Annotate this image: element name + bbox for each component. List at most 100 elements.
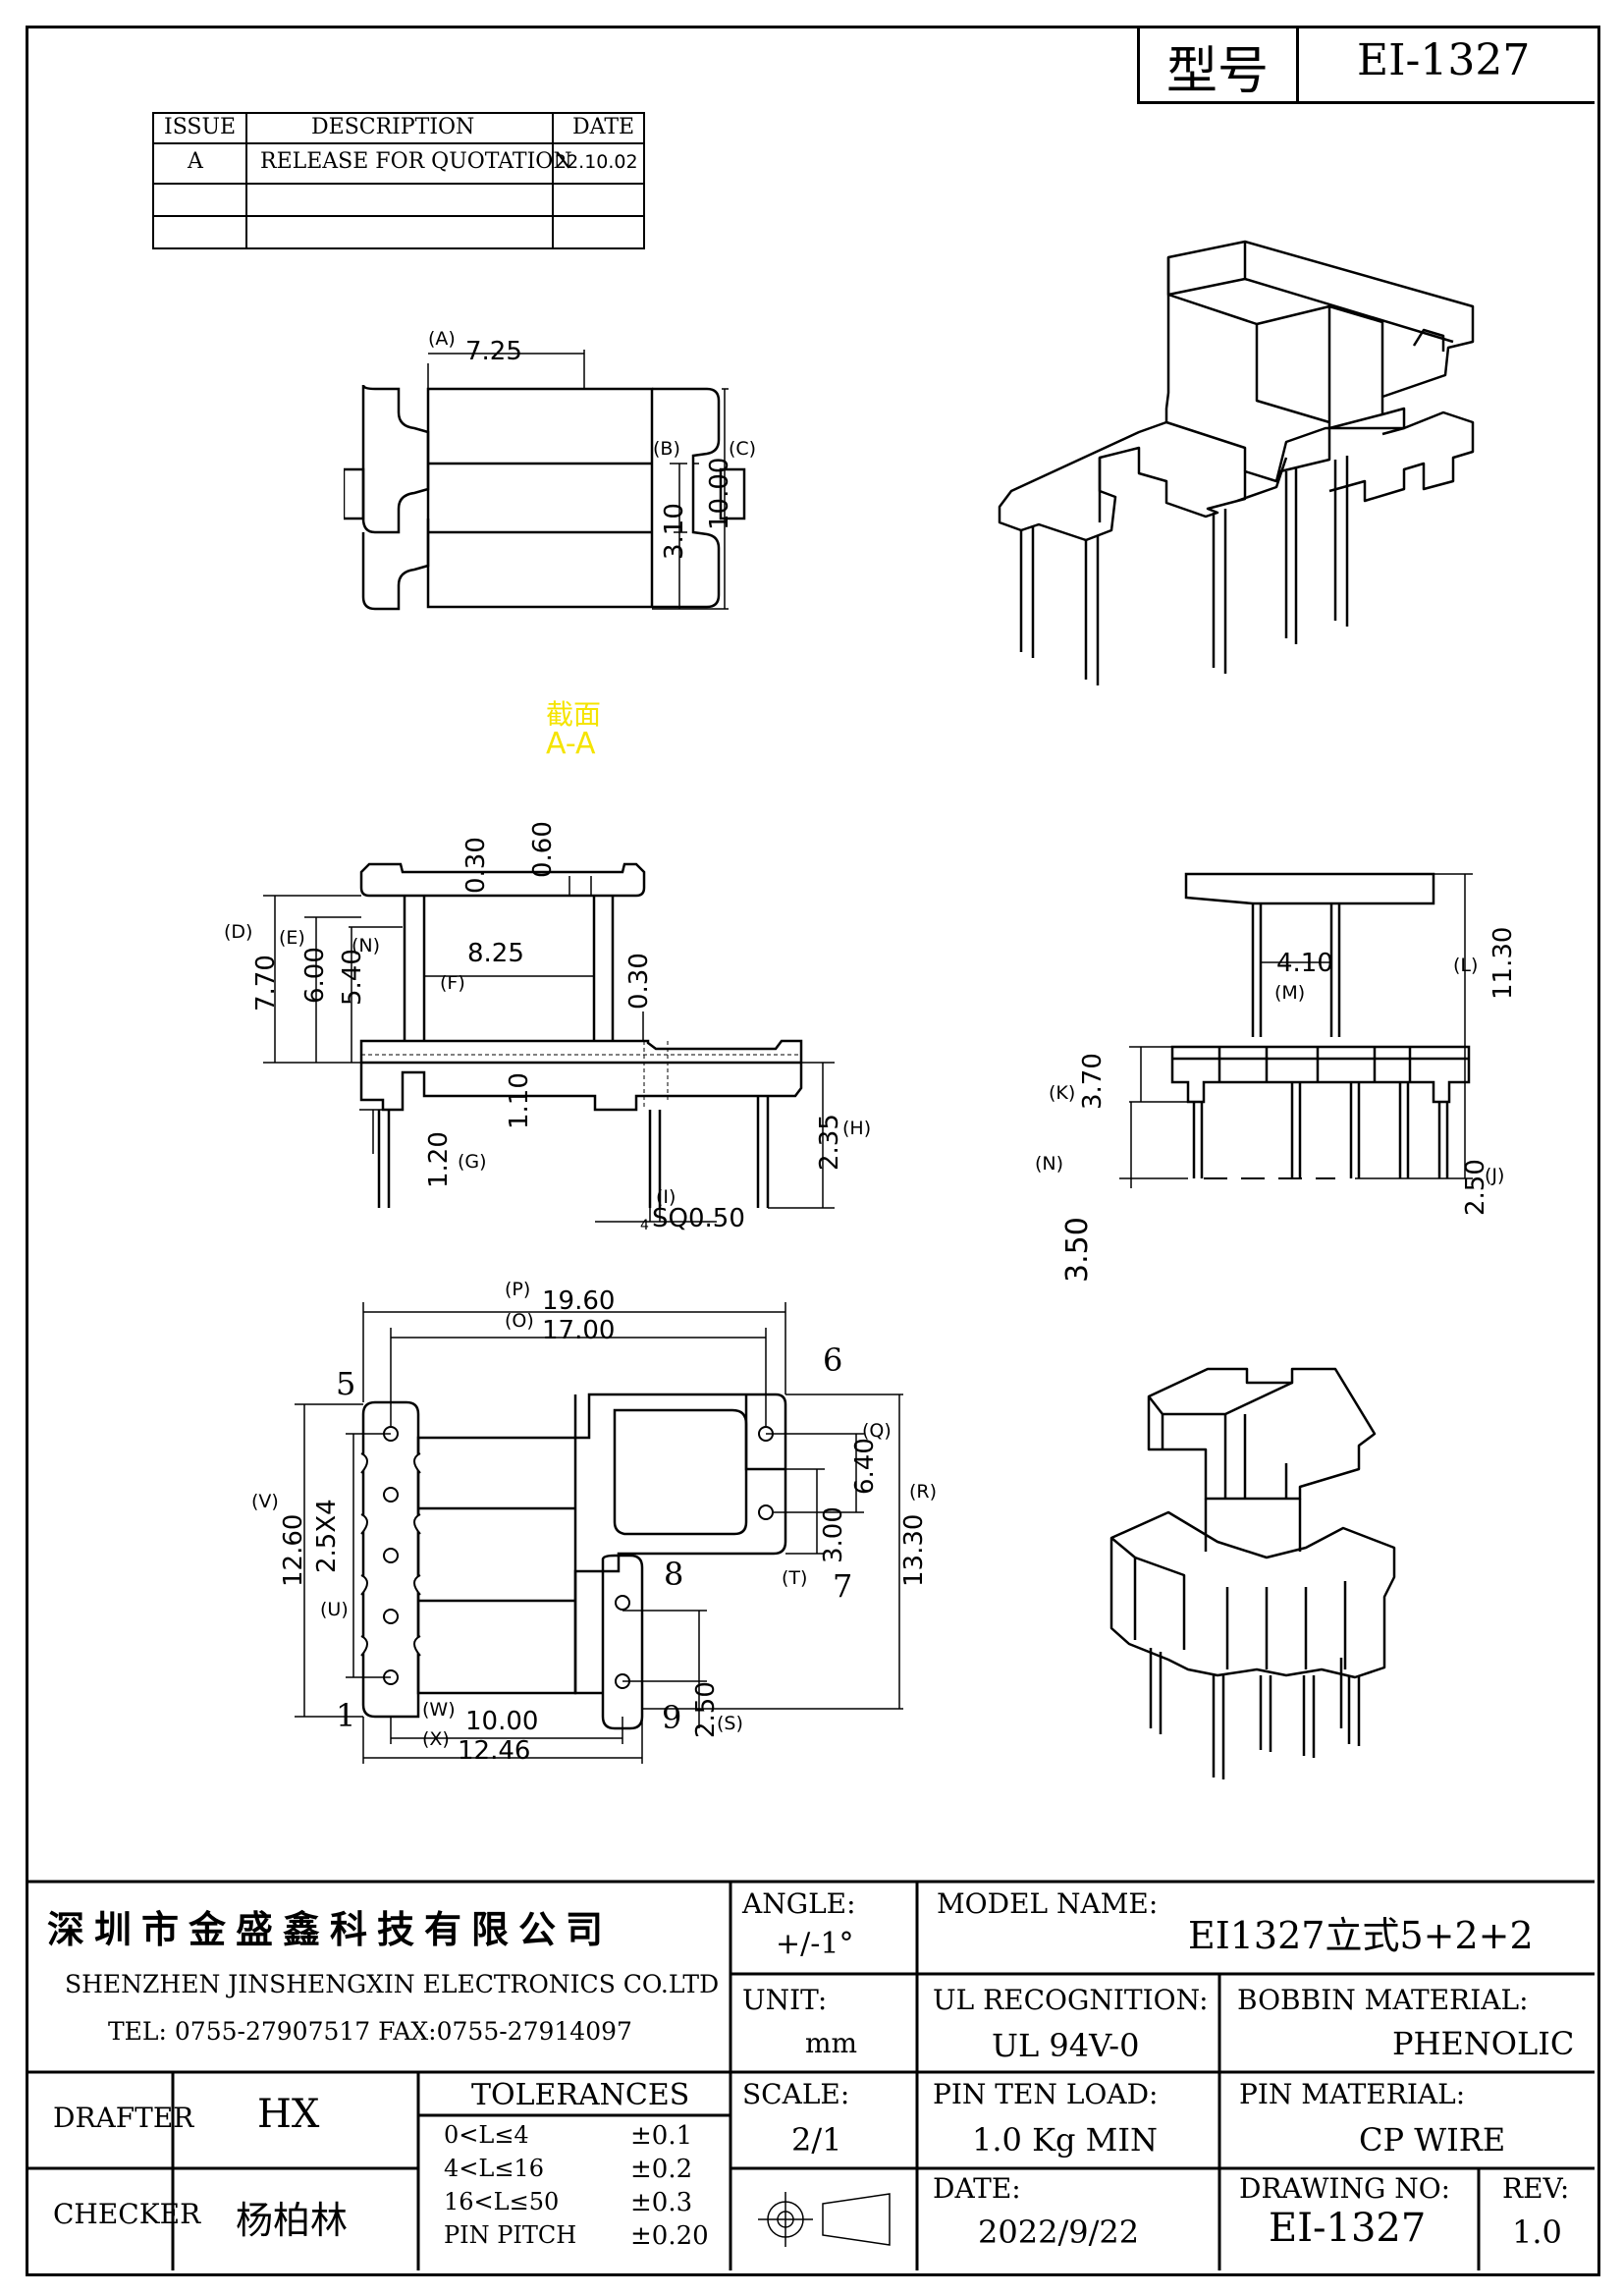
dim-i-label: (I) <box>656 1186 676 1208</box>
revision-table: ISSUE DESCRIPTION DATE A RELEASE FOR QUO… <box>152 112 645 249</box>
top-view <box>344 350 746 611</box>
dim-p-value: 19.60 <box>542 1286 616 1316</box>
bottom-view <box>295 1302 903 1764</box>
dim-f-label: (F) <box>440 972 465 994</box>
ul-label: UL RECOGNITION: <box>933 1984 1209 2016</box>
company-name-en: SHENZHEN JINSHENGXIN ELECTRONICS CO.LTD <box>65 1970 720 1998</box>
dim-c-label: (C) <box>729 438 757 460</box>
dim-h-label: (H) <box>842 1118 872 1139</box>
rev-header-description: DESCRIPTION <box>311 115 475 139</box>
dim-s-label: (S) <box>717 1713 743 1734</box>
tol-value-3: ±0.3 <box>630 2188 693 2217</box>
iso-view-bottom <box>1109 1367 1396 1779</box>
dim-t-value: 3.00 <box>819 1506 848 1563</box>
dim-c-value: 10.00 <box>705 457 734 530</box>
dim-a-label: (A) <box>428 328 456 350</box>
dim-n-side-label: (N) <box>1035 1153 1064 1175</box>
dim-m-value: 4.10 <box>1276 949 1333 978</box>
tol-range-3: 16<L≤50 <box>444 2188 560 2215</box>
checker-value: 杨柏林 <box>236 2199 349 2242</box>
drawing-border <box>26 26 1600 2276</box>
pin-load-label: PIN TEN LOAD: <box>933 2078 1159 2110</box>
bobbin-material-label: BOBBIN MATERIAL: <box>1237 1984 1529 2016</box>
tol-value-1: ±0.1 <box>630 2121 693 2151</box>
dim-l-value: 11.30 <box>1488 926 1518 1000</box>
dim-x-value: 12.46 <box>458 1736 531 1766</box>
drafter-label: DRAFTER <box>53 2102 194 2134</box>
section-note-cn: 截面 <box>546 698 602 731</box>
dim-030-mid: 0.30 <box>624 953 654 1010</box>
unit-value: mm <box>805 2027 858 2059</box>
rev-label: REV: <box>1502 2172 1570 2205</box>
dim-v-label: (V) <box>251 1491 279 1512</box>
title-block-grid <box>26 1880 1595 2270</box>
scale-label: SCALE: <box>742 2078 850 2110</box>
dim-n-value: 5.40 <box>338 949 367 1006</box>
dim-f-value: 8.25 <box>467 939 524 968</box>
bobbin-material-value: PHENOLIC <box>1392 2025 1575 2062</box>
dim-k-label: (K) <box>1049 1082 1076 1104</box>
dim-p-label: (P) <box>505 1279 531 1300</box>
model-name-label: MODEL NAME: <box>937 1887 1159 1920</box>
dim-o-label: (O) <box>505 1310 534 1332</box>
dim-g-label: (G) <box>458 1151 487 1173</box>
dim-030-top: 0.30 <box>461 837 491 894</box>
dim-g-value: 1.20 <box>424 1131 454 1188</box>
side-view <box>1119 872 1473 1188</box>
ul-value: UL 94V-0 <box>992 2027 1140 2064</box>
pin-material-value: CP WIRE <box>1359 2121 1506 2159</box>
dim-110: 1.10 <box>505 1072 534 1129</box>
rev-row-date: 22.10.02 <box>555 151 638 173</box>
pin-label-8: 8 <box>664 1556 684 1593</box>
dim-u-label: (U) <box>320 1599 349 1620</box>
dim-d-label: (D) <box>224 921 253 943</box>
dim-m-label: (M) <box>1274 982 1306 1004</box>
dim-r-value: 13.30 <box>899 1513 929 1587</box>
model-name-value: EI1327立式5+2+2 <box>1188 1914 1534 1957</box>
dim-r-label: (R) <box>909 1481 938 1503</box>
iso-view-top <box>998 240 1475 685</box>
model-box-label: 型号 <box>1166 42 1270 101</box>
model-box-divider <box>1296 26 1299 104</box>
front-view <box>263 862 835 1223</box>
dim-d-value: 7.70 <box>251 955 281 1011</box>
drawing-no-value: EI-1327 <box>1269 2206 1427 2251</box>
pin-label-5: 5 <box>336 1365 356 1402</box>
dim-j-label: (J) <box>1485 1165 1505 1186</box>
company-name-cn: 深圳市金盛鑫科技有限公司 <box>47 1908 614 1951</box>
company-contact: TEL: 0755-27907517 FAX:0755-27914097 <box>108 2017 632 2046</box>
rev-row-issue: A <box>188 149 203 174</box>
pin-label-9: 9 <box>662 1699 682 1736</box>
rev-row-description: RELEASE FOR QUOTATION <box>260 149 572 174</box>
dim-q-label: (Q) <box>862 1420 892 1442</box>
dim-e-label: (E) <box>279 927 305 949</box>
dim-l-label: (L) <box>1453 955 1479 976</box>
revision-table-grid <box>152 112 645 249</box>
model-box-value: EI-1327 <box>1357 35 1531 85</box>
tol-value-4: ±0.20 <box>630 2221 709 2251</box>
dim-k-value: 3.70 <box>1078 1053 1108 1110</box>
scale-value: 2/1 <box>791 2121 842 2159</box>
tol-value-2: ±0.2 <box>630 2155 693 2184</box>
dim-n-side-value: 3.50 <box>1060 1217 1095 1283</box>
rev-header-date: DATE <box>572 115 635 139</box>
dim-b-value: 3.10 <box>660 503 689 560</box>
date-label: DATE: <box>933 2172 1021 2205</box>
dim-i-prefix: 4 <box>640 1218 649 1233</box>
dim-060-top: 0.60 <box>528 821 558 878</box>
dim-q-value: 6.40 <box>850 1438 880 1495</box>
dim-h-value: 2.35 <box>815 1114 844 1171</box>
pin-label-1: 1 <box>336 1697 356 1734</box>
dim-w-value: 10.00 <box>465 1707 539 1736</box>
angle-label: ANGLE: <box>742 1887 856 1920</box>
dim-b-label: (B) <box>653 438 680 460</box>
tol-range-1: 0<L≤4 <box>444 2121 529 2149</box>
tol-range-4: PIN PITCH <box>444 2221 577 2249</box>
date-value: 2022/9/22 <box>978 2214 1140 2251</box>
checker-label: CHECKER <box>53 2198 201 2230</box>
dim-n-label: (N) <box>352 935 381 957</box>
pin-load-value: 1.0 Kg MIN <box>972 2121 1159 2159</box>
section-note-aa: A-A <box>546 727 596 761</box>
tol-range-2: 4<L≤16 <box>444 2155 544 2182</box>
dim-i-value: SQ0.50 <box>652 1204 745 1233</box>
